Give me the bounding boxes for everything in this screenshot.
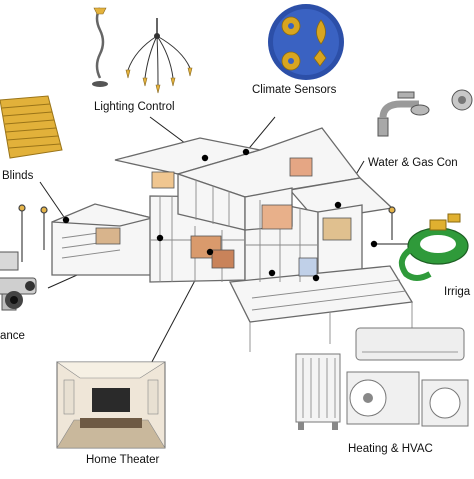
connector-dots — [62, 148, 378, 282]
home-theater-icon — [56, 361, 167, 449]
camera-icon — [0, 251, 37, 311]
label-blinds: Blinds — [2, 170, 34, 182]
hvac-icon — [295, 327, 469, 430]
faucet-icon — [377, 89, 473, 137]
house-illustration — [51, 127, 414, 323]
label-lighting-control: Lighting Control — [94, 101, 175, 113]
chandelier-icon — [92, 7, 193, 94]
blinds-icon — [0, 95, 63, 159]
house-windows — [61, 180, 413, 352]
label-heating-hvac: Heating & HVAC — [348, 443, 433, 455]
sprinkler-icon — [398, 213, 469, 281]
radiator-icon — [295, 353, 341, 430]
climate-sensor-icon — [268, 4, 344, 80]
label-climate-sensors: Climate Sensors — [252, 84, 337, 96]
lamp-posts — [18, 204, 396, 262]
label-home-theater: Home Theater — [86, 454, 160, 466]
label-irrigation: Irriga — [444, 286, 471, 298]
label-water-gas-control: Water & Gas Con — [368, 157, 458, 169]
room-insets — [95, 157, 352, 277]
label-surveillance: ance — [0, 330, 25, 342]
